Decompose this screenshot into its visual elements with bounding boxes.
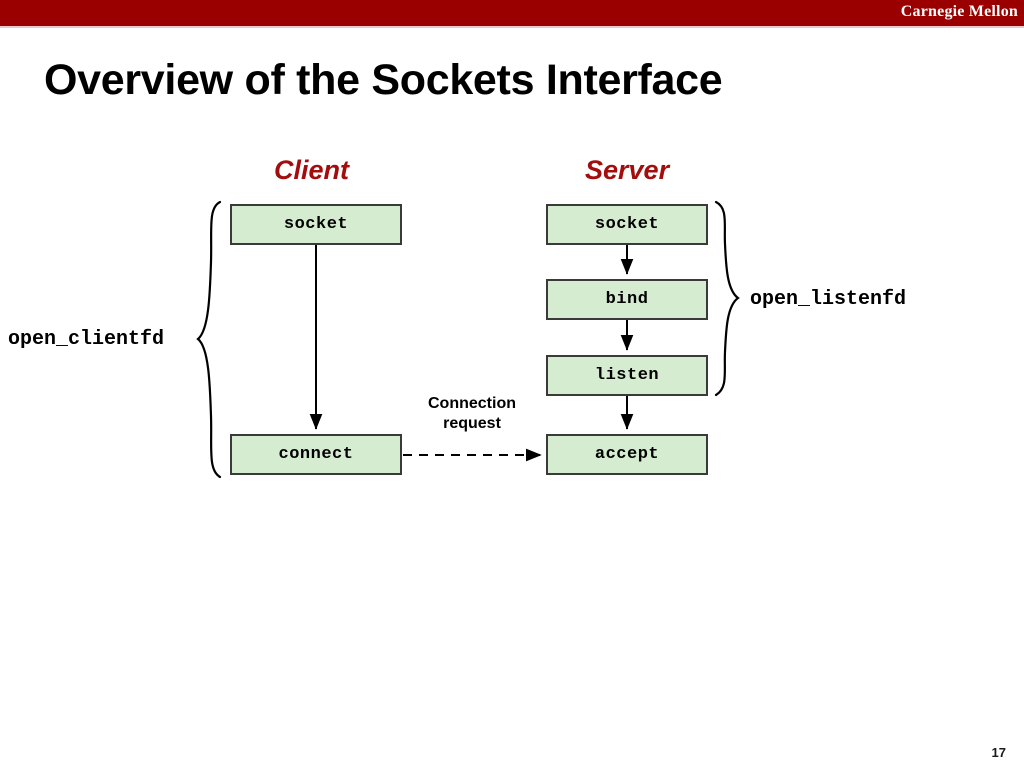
node-server-socket[interactable]: socket: [546, 204, 708, 245]
node-client-connect[interactable]: connect: [230, 434, 402, 475]
connection-request-line-1: Connection: [428, 395, 516, 412]
connection-request-label: Connection request: [408, 394, 536, 435]
node-server-listen[interactable]: listen: [546, 355, 708, 396]
node-server-bind[interactable]: bind: [546, 279, 708, 320]
brand-title: Carnegie Mellon: [900, 3, 1018, 20]
header-bar-underline: [0, 26, 1024, 28]
page-number: 17: [991, 745, 1006, 760]
brace-label-open-listenfd: open_listenfd: [750, 288, 907, 311]
node-server-accept[interactable]: accept: [546, 434, 708, 475]
header-bar: [0, 0, 1024, 26]
brace-client: [196, 200, 222, 479]
node-client-socket[interactable]: socket: [230, 204, 402, 245]
brace-label-open-clientfd: open_clientfd: [8, 328, 165, 351]
column-heading-server: Server: [585, 155, 670, 185]
brace-server: [714, 200, 740, 397]
column-heading-client: Client: [274, 155, 350, 185]
connection-request-line-2: request: [443, 415, 501, 433]
page-title: Overview of the Sockets Interface: [44, 56, 723, 104]
